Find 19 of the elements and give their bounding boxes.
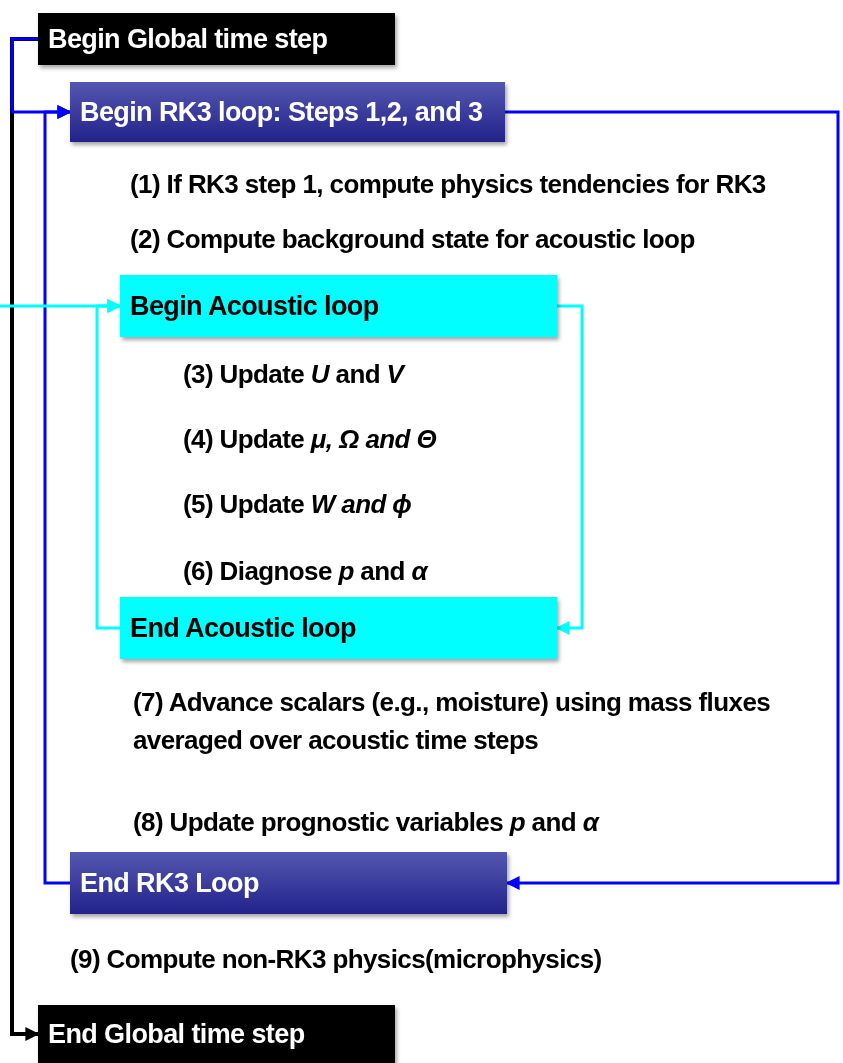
arrow xyxy=(10,37,40,1041)
process-box: End Global time step xyxy=(38,1005,395,1063)
process-box: End Acoustic loop xyxy=(120,597,557,659)
arrow xyxy=(505,110,840,890)
step-text: (1) If RK3 step 1, compute physics tendencies for RK3 xyxy=(130,168,766,201)
process-box: Begin RK3 loop: Steps 1,2, and 3 xyxy=(70,82,505,142)
arrow xyxy=(95,299,122,630)
step-text: (2) Compute background state for acoustic loop xyxy=(130,223,695,256)
process-box: End RK3 Loop xyxy=(70,852,507,914)
step-text: (3) Update U and V xyxy=(183,358,404,391)
step-text: (7) Advance scalars (e.g., moisture) using mass fluxes averaged over acoustic time steps xyxy=(133,686,772,757)
process-box: Begin Acoustic loop xyxy=(120,275,557,337)
step-text: (8) Update prognostic variables p and α xyxy=(133,806,599,839)
step-text: (5) Update W and ɸ xyxy=(183,488,412,521)
process-box: Begin Global time step xyxy=(38,13,395,65)
step-text: (9) Compute non-RK3 physics(microphysics) xyxy=(70,943,602,976)
arrow xyxy=(43,105,72,885)
step-text: (6) Diagnose p and α xyxy=(183,555,427,588)
step-text: (4) Update μ, Ω and Θ xyxy=(183,423,437,456)
